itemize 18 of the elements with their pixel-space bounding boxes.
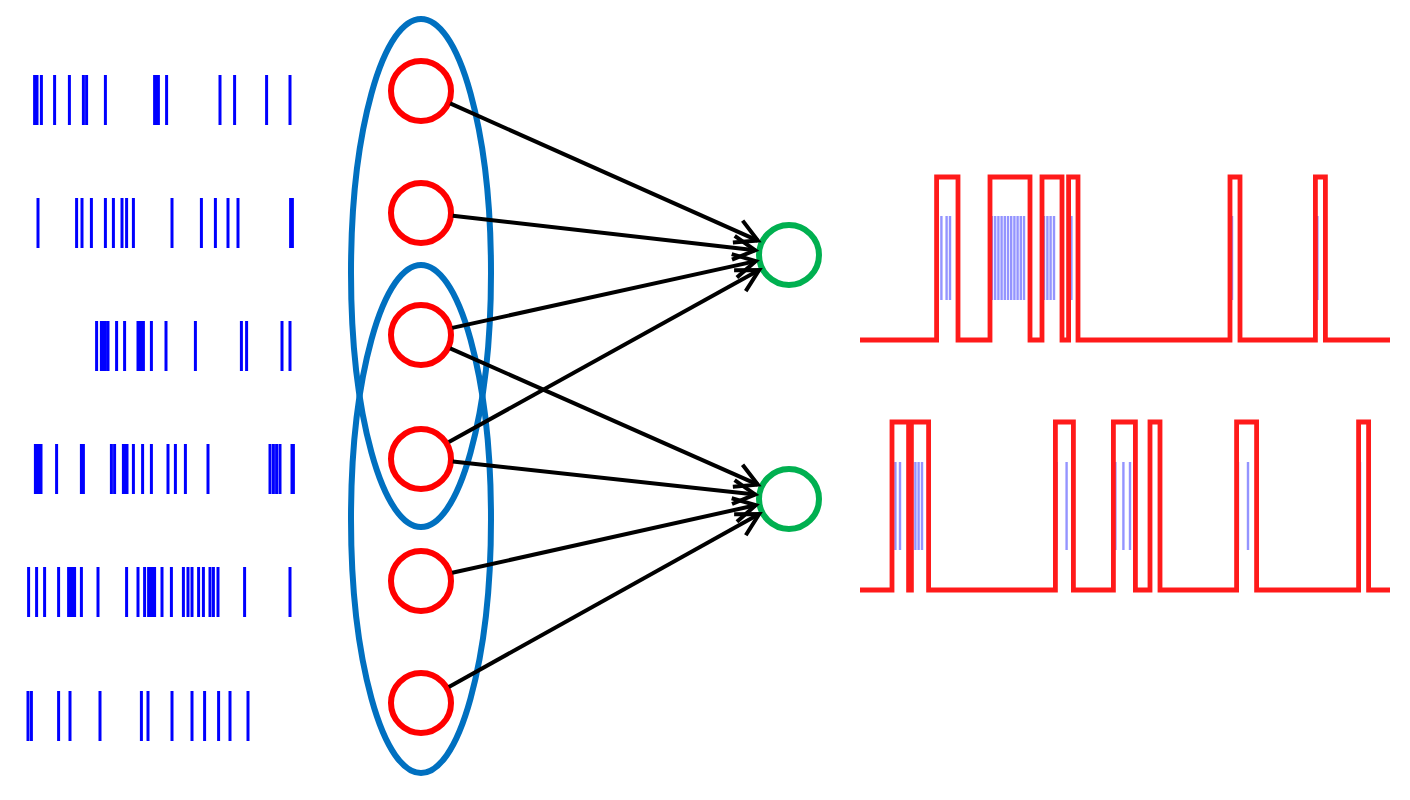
arrow (451, 252, 758, 330)
input-node-circle (387, 57, 453, 123)
arrow (449, 101, 760, 245)
arrow (451, 496, 758, 575)
group-ellipse (348, 262, 494, 776)
arrow (449, 346, 760, 489)
input-node-circle (387, 547, 453, 613)
arrow (447, 268, 762, 444)
arrow (452, 459, 758, 506)
output-node-circle (755, 221, 821, 287)
input-node-circle (387, 302, 453, 368)
input-node-circle (387, 179, 453, 245)
input-node-circle (387, 670, 453, 736)
group-ellipse (348, 16, 494, 530)
output-node-circle (755, 465, 821, 531)
arrow (452, 213, 758, 262)
arrow (447, 512, 762, 689)
input-node-circle (387, 425, 453, 491)
